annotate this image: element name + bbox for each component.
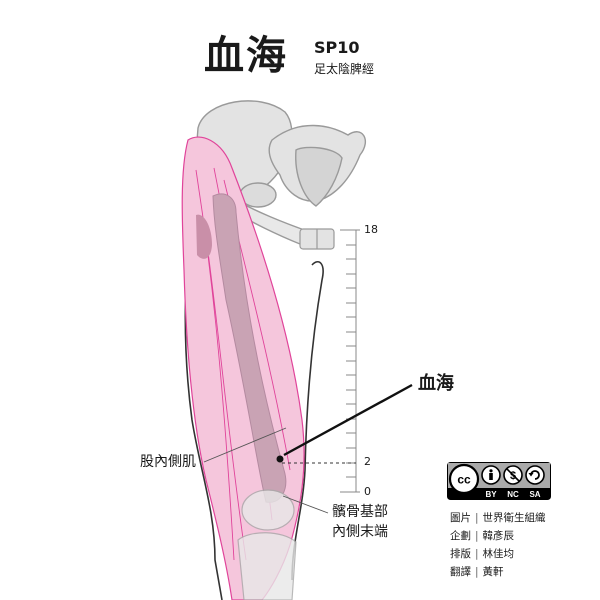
page-title: 血海: [204, 33, 288, 79]
cc-icon: cc: [448, 463, 480, 495]
knee-bones: [237, 489, 297, 600]
badge-sa: SA: [529, 490, 540, 499]
credit-name: 黃軒: [482, 566, 504, 578]
credit-row: 排版|林佳均: [450, 548, 515, 560]
patella-label-line2: 內側末端: [332, 524, 388, 540]
muscle-label: 股內側肌: [140, 454, 196, 470]
patella-leader-line: [282, 495, 329, 514]
measurement-ruler: [340, 229, 360, 493]
ruler-mid-label: 2: [364, 455, 371, 468]
credit-name: 世界衛生組織: [482, 512, 546, 524]
credit-row: 圖片|世界衛生組織: [450, 512, 546, 524]
credit-role: 企劃: [450, 530, 471, 542]
muscle-leader-line: [203, 427, 287, 463]
badge-by: BY: [485, 490, 497, 499]
patella-label-line1: 髕骨基部: [332, 504, 388, 520]
credit-row: 企劃|韓彥辰: [450, 530, 515, 542]
meridian-name: 足太陰脾經: [314, 62, 375, 76]
ruler-top-label: 18: [364, 223, 378, 236]
acupoint-marker: [276, 455, 284, 463]
cc-license-badge: cc $ BY NC SA: [447, 462, 551, 500]
credit-role: 圖片: [450, 512, 471, 524]
muscle-detail: [196, 214, 212, 259]
credit-name: 韓彥辰: [482, 530, 515, 542]
badge-nc: NC: [507, 490, 519, 499]
svg-text:cc: cc: [457, 473, 471, 487]
ruler-zero-label: 0: [364, 485, 371, 498]
credit-name: 林佳均: [482, 548, 515, 560]
leg-outline-inner: [291, 261, 324, 581]
noncommercial-icon: $: [503, 465, 523, 485]
acupoint-label: 血海: [418, 373, 454, 394]
sharealike-icon: [525, 465, 545, 485]
credit-row: 翻譯|黃軒: [450, 566, 504, 578]
coccyx: [299, 228, 335, 250]
attribution-icon: [481, 465, 501, 485]
point-leader-line: [283, 383, 413, 457]
credit-role: 翻譯: [450, 566, 471, 578]
credit-role: 排版: [450, 548, 471, 560]
point-code: SP10: [314, 38, 360, 57]
